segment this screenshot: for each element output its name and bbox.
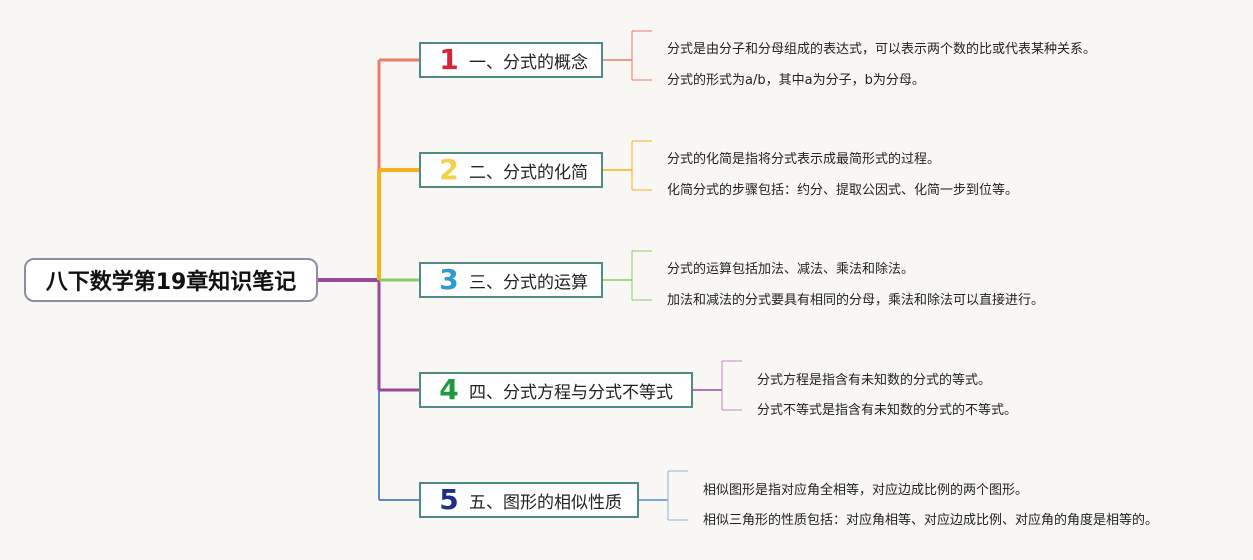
number-4-icon: 4 bbox=[439, 373, 459, 406]
branch-topic-3[interactable]: 3 三、分式的运算 bbox=[419, 262, 603, 298]
branch-topic-2[interactable]: 2 二、分式的化简 bbox=[419, 152, 603, 188]
branch-title-1: 一、分式的概念 bbox=[469, 52, 588, 73]
branch-topic-5[interactable]: 5 五、图形的相似性质 bbox=[419, 482, 639, 518]
leaf-3-2[interactable]: 加法和减法的分式要具有相同的分母，乘法和除法可以直接进行。 bbox=[667, 293, 1045, 308]
branch-title-5: 五、图形的相似性质 bbox=[469, 492, 622, 513]
leaf-2-2[interactable]: 化简分式的步骤包括：约分、提取公因式、化简一步到位等。 bbox=[667, 183, 1019, 198]
leaf-2-1[interactable]: 分式的化简是指将分式表示成最简形式的过程。 bbox=[667, 152, 941, 167]
branch-title-2: 二、分式的化简 bbox=[469, 162, 588, 183]
leaf-1-2[interactable]: 分式的形式为a/b，其中a为分子，b为分母。 bbox=[667, 73, 925, 88]
leaf-1-1[interactable]: 分式是由分子和分母组成的表达式，可以表示两个数的比或代表某种关系。 bbox=[667, 42, 1097, 57]
leaf-4-1[interactable]: 分式方程是指含有未知数的分式的等式。 bbox=[757, 373, 992, 388]
root-title: 八下数学第19章知识笔记 bbox=[45, 270, 297, 295]
number-3-icon: 3 bbox=[439, 263, 459, 296]
number-1-icon: 1 bbox=[439, 43, 459, 76]
branch-title-3: 三、分式的运算 bbox=[469, 272, 588, 293]
leaf-4-2[interactable]: 分式不等式是指含有未知数的分式的不等式。 bbox=[757, 403, 1018, 418]
number-2-icon: 2 bbox=[439, 153, 459, 186]
leaf-5-2[interactable]: 相似三角形的性质包括：对应角相等、对应边成比例、对应角的角度是相等的。 bbox=[703, 513, 1159, 528]
number-5-icon: 5 bbox=[439, 483, 459, 516]
branch-topic-4[interactable]: 4 四、分式方程与分式不等式 bbox=[419, 372, 693, 408]
leaf-3-1[interactable]: 分式的运算包括加法、减法、乘法和除法。 bbox=[667, 262, 915, 277]
branch-topic-1[interactable]: 1 一、分式的概念 bbox=[419, 42, 603, 78]
branch-title-4: 四、分式方程与分式不等式 bbox=[469, 382, 673, 403]
root-topic[interactable]: 八下数学第19章知识笔记 bbox=[24, 258, 318, 302]
leaf-5-1[interactable]: 相似图形是指对应角全相等，对应边成比例的两个图形。 bbox=[703, 483, 1029, 498]
